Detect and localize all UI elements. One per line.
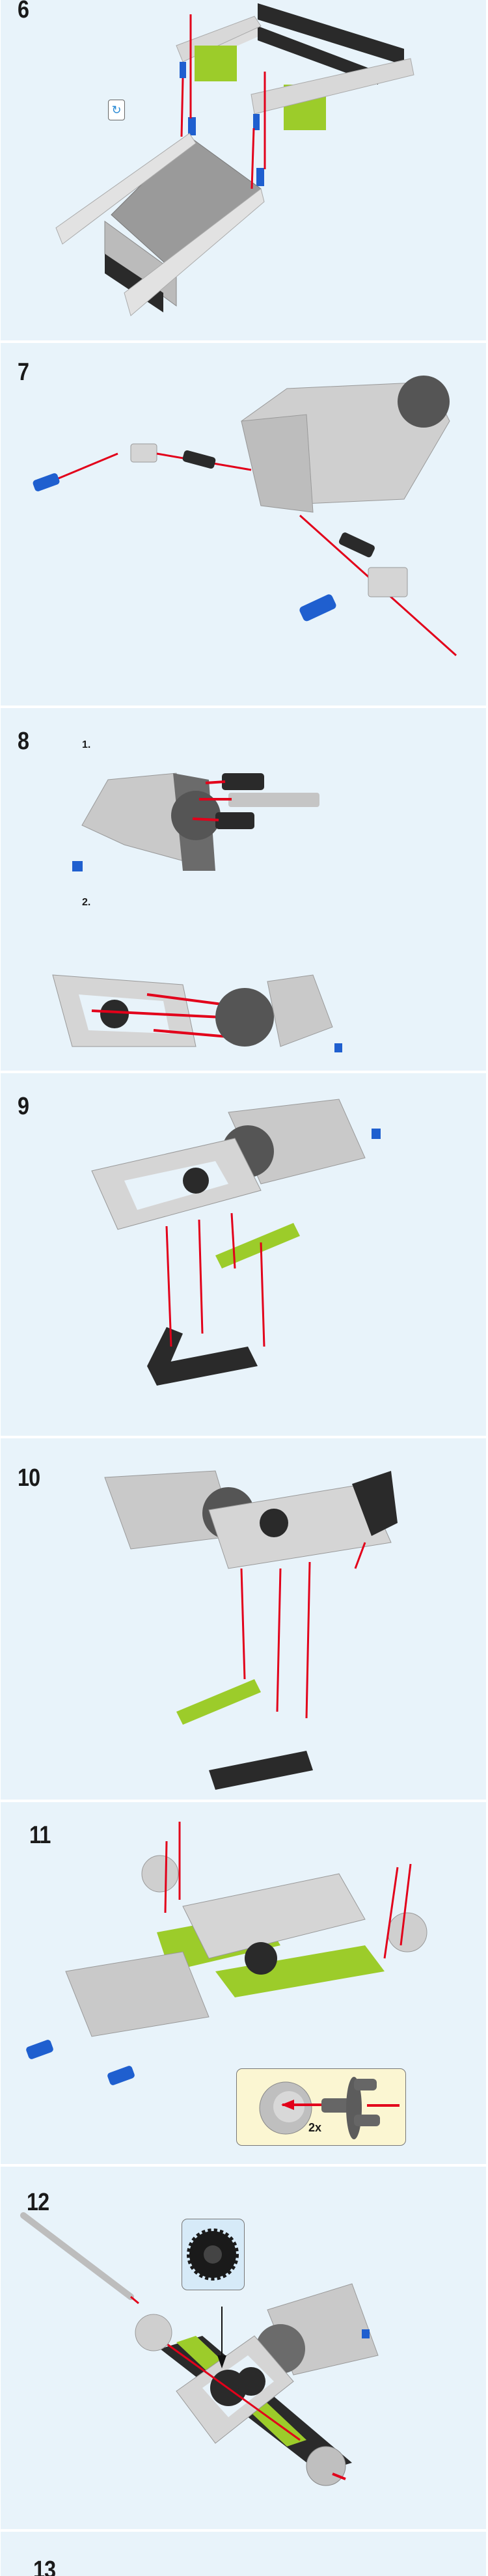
step-6-illustration xyxy=(55,3,414,316)
step-8-illustration xyxy=(52,773,342,1052)
step-10-illustration xyxy=(104,1470,398,1790)
step-number: 6 xyxy=(18,0,29,23)
gear-icon xyxy=(187,2228,239,2281)
step-13-panel: 13 xyxy=(1,2532,486,2576)
step-12-panel: 12 xyxy=(1,2167,486,2529)
step-7-illustration xyxy=(33,376,457,657)
step-number: 11 xyxy=(29,1822,51,1849)
quantity-label: 2x xyxy=(308,2121,322,2134)
step-11-panel: 11 2x xyxy=(1,1802,486,2164)
step-11-illustration xyxy=(26,1822,427,2085)
part-callout: 2x xyxy=(236,2068,406,2146)
step-9-panel: 9 xyxy=(1,1073,486,1436)
step-number: 9 xyxy=(18,1093,29,1120)
step-12-illustration xyxy=(20,2212,379,2486)
step-10-panel: 10 xyxy=(1,1438,486,1800)
step-6-panel: 6 ↻ xyxy=(1,0,486,340)
step-7-panel: 7 xyxy=(1,343,486,706)
step-number: 7 xyxy=(18,359,29,386)
step-number: 13 xyxy=(33,2556,56,2576)
substep-label-2: 2. xyxy=(82,897,91,908)
part-callout xyxy=(182,2219,245,2290)
step-9-illustration xyxy=(91,1099,381,1386)
universal-joint-assembly-icon xyxy=(259,2077,400,2139)
step-8-panel: 8 1. 2. xyxy=(1,708,486,1071)
step-number: 10 xyxy=(18,1464,40,1492)
step-number: 12 xyxy=(27,2189,49,2216)
substep-label-1: 1. xyxy=(82,739,91,750)
rotate-model-icon: ↻ xyxy=(108,100,125,120)
step-number: 8 xyxy=(18,728,29,755)
